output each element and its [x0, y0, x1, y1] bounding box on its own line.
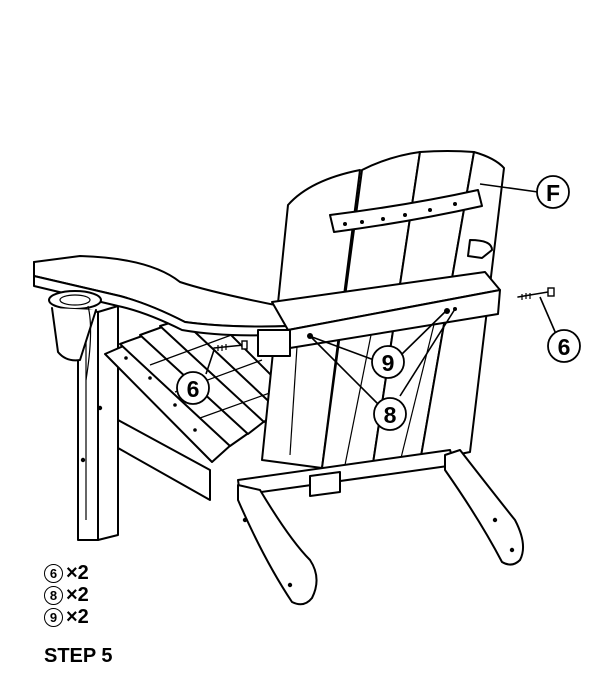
bolt-left [213, 340, 248, 351]
center-block [309, 471, 341, 497]
part-row-6: 6 ×2 [44, 562, 89, 584]
leader-lines [205, 183, 557, 405]
part-quantity: ×2 [66, 584, 89, 606]
step-label: STEP 5 [44, 645, 113, 667]
cup-holder [48, 290, 102, 381]
part-quantity: ×2 [66, 606, 89, 628]
part-number: 9 [44, 607, 63, 627]
part-row-9: 9 ×2 [44, 606, 89, 628]
part-quantity: ×2 [66, 562, 89, 584]
callout-nut: 9 [371, 345, 405, 379]
parts-list: 6 ×2 8 ×2 9 ×2 [44, 562, 89, 628]
svg-text:9: 9 [382, 350, 395, 376]
right-armrest-end [467, 239, 493, 259]
part-number: 6 [44, 563, 63, 583]
callout-bolt-left: 6 [176, 371, 210, 405]
callout-washer: 8 [373, 397, 407, 431]
svg-text:6: 6 [558, 334, 571, 360]
front-left-leg [77, 305, 119, 541]
left-side-brace [117, 419, 211, 501]
svg-text:8: 8 [384, 402, 397, 428]
callout-f: F [536, 175, 570, 209]
svg-text:F: F [546, 180, 560, 206]
bolt-right [517, 287, 555, 300]
rear-left-leg [237, 484, 318, 606]
part-row-8: 8 ×2 [44, 584, 89, 606]
rear-right-leg [444, 449, 525, 566]
callout-bolt-right: 6 [547, 329, 581, 363]
part-number: 8 [44, 585, 63, 605]
left-front-post [257, 329, 291, 357]
back-support-f [329, 189, 483, 233]
svg-text:6: 6 [187, 376, 200, 402]
